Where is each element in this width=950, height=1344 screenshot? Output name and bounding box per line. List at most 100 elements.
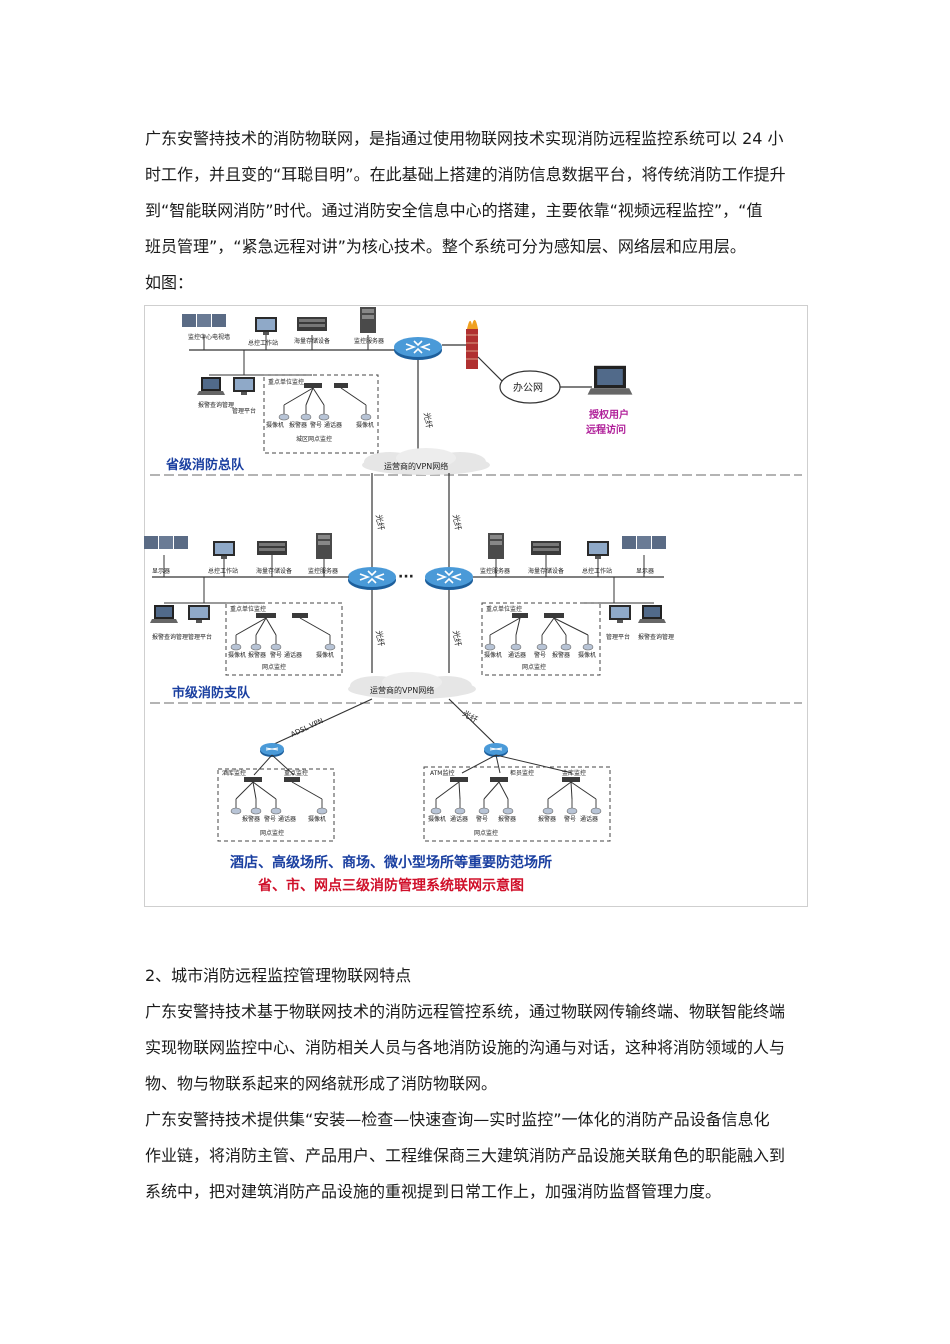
box-title: 重点监控 bbox=[284, 769, 308, 777]
paragraph-line: 广东安警持技术提供集“安装—检查—快速查询—实时监控”一体化的消防产品设备信息化 bbox=[145, 1110, 770, 1129]
workflow-paragraph: 广东安警持技术提供集“安装—检查—快速查询—实时监控”一体化的消防产品设备信息化… bbox=[145, 1102, 813, 1210]
box-item: 摄像机 bbox=[428, 815, 446, 823]
laptop-icon bbox=[197, 377, 225, 395]
box-item: 报警器 bbox=[498, 815, 516, 823]
device-label: 总控工作站 bbox=[582, 567, 612, 575]
router-icon bbox=[424, 566, 474, 591]
device-label: 显示器 bbox=[152, 568, 170, 575]
router-icon bbox=[259, 742, 285, 758]
features-paragraph: 广东安警持技术基于物联网技术的消防远程管控系统，通过物联网传输终端、物联智能终端… bbox=[145, 994, 813, 1102]
storage-icon bbox=[531, 541, 561, 555]
router-icon bbox=[347, 566, 397, 591]
fiber-label: 光纤 bbox=[374, 630, 387, 647]
device-label: 海量存储设备 bbox=[528, 567, 564, 575]
core-router-icon bbox=[393, 336, 443, 361]
caption-red: 省、市、网点三级消防管理系统联网示意图 bbox=[257, 877, 524, 894]
fiber-label: 光纤 bbox=[451, 514, 464, 531]
firewall-icon bbox=[466, 319, 478, 369]
fiber-label: 光纤 bbox=[374, 514, 387, 531]
site-left: 酒库监控 重点监控 报警器 警号 通话器 摄像机 网点监控 bbox=[217, 742, 335, 842]
province-tier: 监控中心电视墙 总控工作站 海量存储设备 监控服务器 报警查询管理 管理平台 重… bbox=[150, 307, 802, 476]
box-item: 警号 bbox=[534, 651, 546, 659]
server-icon bbox=[316, 533, 332, 559]
box-item: 通话器 bbox=[278, 815, 296, 823]
box-item: 报警器 bbox=[552, 651, 570, 659]
fiber-label: 光纤 bbox=[422, 412, 435, 429]
ellipsis-label: ··· bbox=[398, 569, 414, 585]
box-caption: 网点监控 bbox=[474, 829, 498, 837]
box-title: 重点单位监控 bbox=[230, 605, 266, 613]
diagram-frame bbox=[144, 305, 808, 907]
paragraph-line: 系统中，把对建筑消防产品设施的重视提到日常工作上，加强消防监督管理力度。 bbox=[145, 1182, 722, 1201]
box-item: 通话器 bbox=[324, 421, 342, 429]
box-caption: 网点监控 bbox=[262, 663, 286, 671]
intro-line: 班员管理”，“紧急远程对讲”为核心技术。整个系统可分为感知层、网络层和应用层。 bbox=[145, 237, 746, 256]
box-title: 重点单位监控 bbox=[486, 605, 522, 613]
intro-line: 时工作，并且变的“耳聪目明”。在此基础上搭建的消防信息数据平台，将传统消防工作提… bbox=[145, 165, 786, 184]
box-item: 报警器 bbox=[289, 421, 307, 429]
video-wall-icon bbox=[144, 536, 188, 549]
box-item: 摄像机 bbox=[228, 651, 246, 659]
paragraph-line: 广东安警持技术基于物联网技术的消防远程管控系统，通过物联网传输终端、物联智能终端 bbox=[145, 1002, 786, 1021]
box-item: 警号 bbox=[264, 815, 276, 823]
device-label: 总控工作站 bbox=[208, 567, 238, 575]
remote-user-label: 远程访问 bbox=[586, 423, 626, 436]
paragraph-line: 物、物与物联系起来的网络就形成了消防物联网。 bbox=[145, 1074, 498, 1093]
device-label: 监控中心电视墙 bbox=[188, 333, 230, 341]
box-title: 酒库监控 bbox=[222, 769, 246, 777]
box-caption: 城区网点监控 bbox=[296, 435, 332, 443]
remote-user-label: 授权用户 bbox=[589, 408, 629, 421]
box-item: 摄像机 bbox=[356, 421, 374, 429]
device-label: 海量存储设备 bbox=[294, 337, 330, 345]
city-title: 市级消防支队 bbox=[172, 685, 251, 701]
box-item: 通话器 bbox=[508, 651, 526, 659]
box-item: 报警器 bbox=[248, 651, 266, 659]
storage-icon bbox=[257, 541, 287, 555]
box-title: 重点单位监控 bbox=[268, 378, 304, 386]
box-title: ATM监控 bbox=[430, 769, 454, 777]
terminal-label: 管理平台 bbox=[188, 633, 212, 641]
paragraph-line: 实现物联网监控中心、消防相关人员与各地消防设施的沟通与对话，这种将消防领域的人与 bbox=[145, 1038, 786, 1057]
terminal-label: 报警查询管理 bbox=[638, 633, 674, 641]
section-heading: 2、城市消防远程监控管理物联网特点 bbox=[145, 966, 412, 985]
box-title: 柜员监控 bbox=[510, 769, 534, 777]
fiber-label: 光纤 bbox=[451, 630, 464, 647]
device-label: 总控工作站 bbox=[248, 339, 278, 347]
office-net-label: 办公网 bbox=[513, 381, 543, 394]
box-item: 摄像机 bbox=[578, 651, 596, 659]
intro-line: 到“智能联网消防”时代。通过消防安全信息中心的搭建，主要依靠“视频远程监控”，“… bbox=[145, 201, 763, 220]
network-diagram: 监控中心电视墙 总控工作站 海量存储设备 监控服务器 报警查询管理 管理平台 重… bbox=[144, 305, 808, 907]
box-item: 报警器 bbox=[538, 815, 556, 823]
box-item: 警号 bbox=[270, 651, 282, 659]
device-label: 监控服务器 bbox=[480, 567, 510, 575]
laptop-icon bbox=[638, 605, 666, 623]
paragraph-line: 作业链，将消防主管、产品用户、工程维保商三大建筑消防产品设施关联角色的职能融入到 bbox=[145, 1146, 786, 1165]
device-label: 监控服务器 bbox=[308, 567, 338, 575]
box-item: 摄像机 bbox=[266, 421, 284, 429]
device-label: 监控服务器 bbox=[354, 337, 384, 345]
city-routers: ··· 光纤 光纤 bbox=[347, 566, 489, 673]
vpn-label: 运营商的VPN网络 bbox=[370, 685, 434, 695]
device-label: 海量存储设备 bbox=[256, 567, 292, 575]
box-item: 通话器 bbox=[580, 815, 598, 823]
terminal-label: 报警查询管理 bbox=[198, 401, 234, 409]
box-caption: 网点监控 bbox=[260, 829, 284, 837]
caption-blue: 酒店、高级场所、商场、微小型场所等重要防范场所 bbox=[230, 854, 552, 871]
box-title: 金库监控 bbox=[562, 769, 586, 777]
intro-line: 广东安警持技术的消防物联网，是指通过使用物联网技术实现消防远程监控系统可以 24… bbox=[145, 129, 784, 148]
box-item: 报警器 bbox=[242, 815, 260, 823]
network-diagram-svg: 监控中心电视墙 总控工作站 海量存储设备 监控服务器 报警查询管理 管理平台 重… bbox=[144, 305, 808, 907]
device-label: 显示器 bbox=[636, 568, 654, 575]
box-item: 摄像机 bbox=[484, 651, 502, 659]
box-caption: 网点监控 bbox=[522, 663, 546, 671]
terminal-label: 管理平台 bbox=[606, 633, 630, 641]
video-wall-icon bbox=[182, 314, 226, 327]
intro-paragraph: 广东安警持技术的消防物联网，是指通过使用物联网技术实现消防远程监控系统可以 24… bbox=[145, 121, 813, 301]
box-item: 通话器 bbox=[284, 651, 302, 659]
laptop-icon bbox=[587, 365, 633, 395]
router-icon bbox=[483, 742, 509, 758]
box-item: 警号 bbox=[476, 815, 488, 823]
box-item: 摄像机 bbox=[316, 651, 334, 659]
intro-line: 如图： bbox=[145, 273, 194, 292]
box-item: 摄像机 bbox=[308, 815, 326, 823]
